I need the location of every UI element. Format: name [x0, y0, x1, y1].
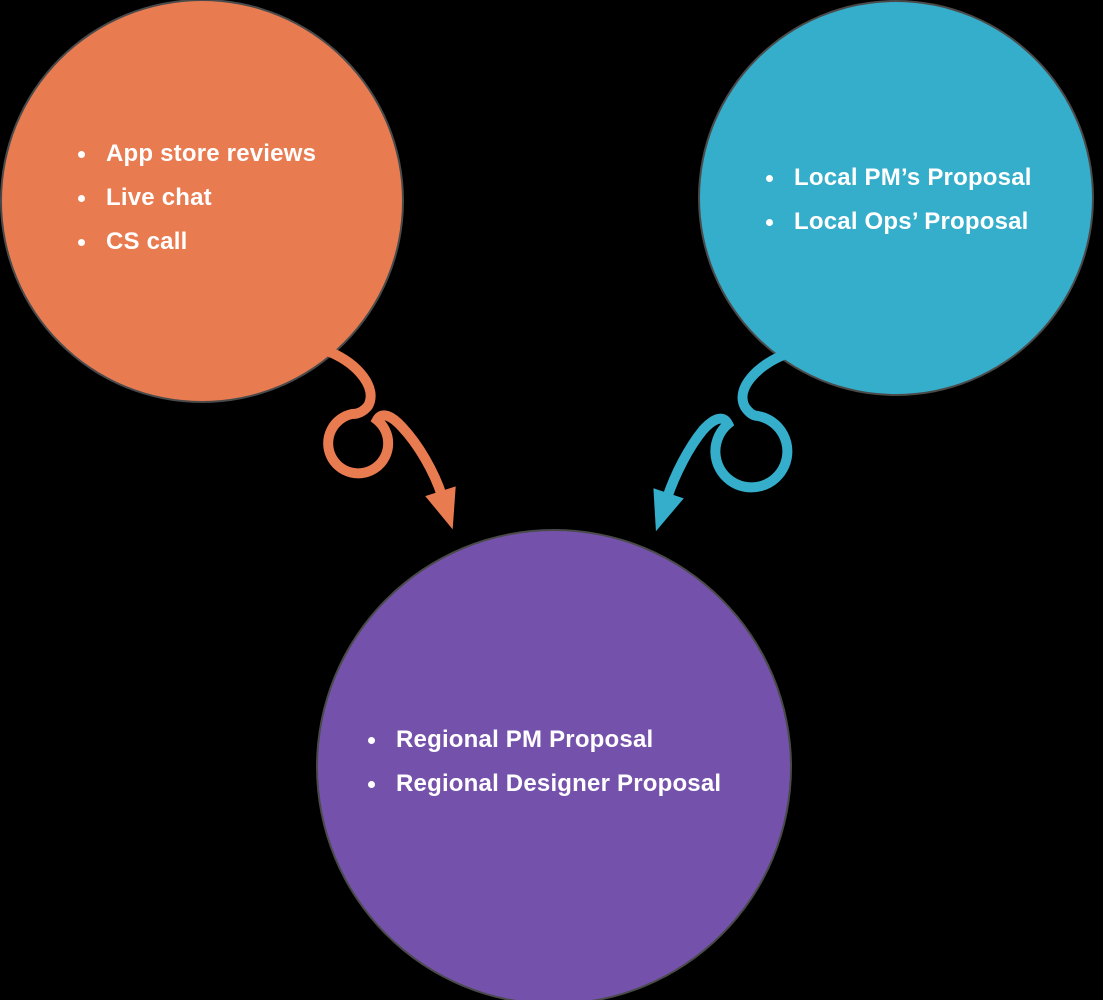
regional-proposals-list: Regional PM Proposal Regional Designer P…	[368, 718, 721, 806]
list-item-label: Local PM’s Proposal	[794, 164, 1032, 191]
dot-icon	[766, 218, 773, 226]
list-item: Regional Designer Proposal	[368, 762, 721, 806]
local-proposals-list: Local PM’s Proposal Local Ops’ Proposal	[766, 156, 1032, 244]
list-item: CS call	[78, 220, 316, 264]
dot-icon	[368, 736, 375, 744]
list-item: Regional PM Proposal	[368, 718, 721, 762]
dot-icon	[766, 174, 773, 182]
list-item: Local PM’s Proposal	[766, 156, 1032, 200]
list-item-label: Local Ops’ Proposal	[794, 208, 1029, 235]
list-item-label: App store reviews	[106, 140, 317, 167]
dot-icon	[78, 194, 85, 202]
list-item-label: Regional PM Proposal	[396, 726, 654, 753]
feedback-to-regional-curl-arrow	[323, 347, 456, 530]
list-item-label: Regional Designer Proposal	[396, 770, 722, 797]
list-item: Local Ops’ Proposal	[766, 200, 1032, 244]
dot-icon	[368, 780, 375, 788]
list-item: Live chat	[78, 176, 316, 220]
feedback-sources-list: App store reviews Live chat CS call	[78, 132, 316, 264]
local-proposals-circle: Local PM’s Proposal Local Ops’ Proposal	[700, 2, 1092, 394]
local-to-regional-curl-arrow	[653, 349, 793, 532]
list-item-label: CS call	[106, 228, 188, 255]
list-item-label: Live chat	[106, 184, 212, 211]
dot-icon	[78, 150, 85, 158]
regional-proposals-circle: Regional PM Proposal Regional Designer P…	[318, 531, 790, 1000]
list-item: App store reviews	[78, 132, 316, 176]
dot-icon	[78, 238, 85, 246]
feedback-sources-circle: App store reviews Live chat CS call	[2, 1, 402, 401]
